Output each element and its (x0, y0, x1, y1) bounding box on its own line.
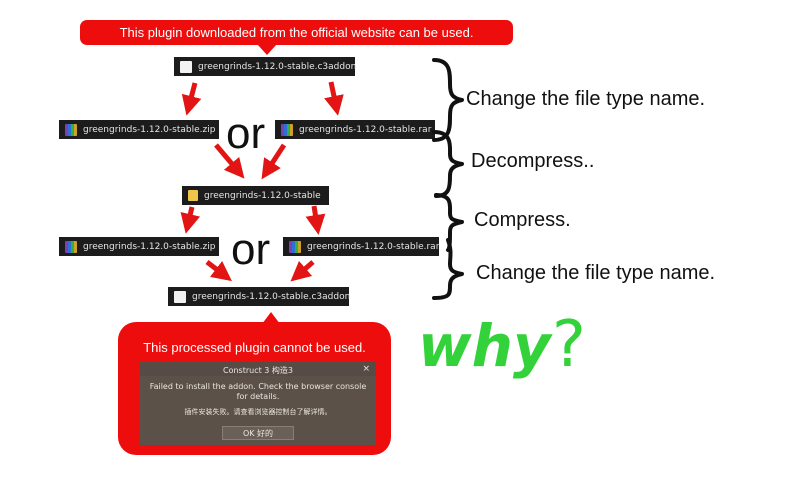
document-icon (174, 290, 186, 303)
step-decompress: Decompress.. (471, 150, 595, 172)
winrar-archive-icon (281, 123, 293, 136)
arrow-down-icon (205, 260, 232, 282)
arrow-down-icon (181, 82, 202, 116)
file-name: greengrinds-1.12.0-stable.zip (83, 124, 216, 135)
file-zip-1[interactable]: greengrinds-1.12.0-stable.zip (59, 120, 219, 139)
arrow-down-icon (261, 143, 287, 180)
arrow-down-icon (290, 260, 315, 282)
bottom-callout-tail (262, 312, 280, 324)
file-rar-1[interactable]: greengrinds-1.12.0-stable.rar (275, 120, 435, 139)
winrar-archive-icon (289, 240, 301, 253)
brace-icon (434, 193, 464, 252)
dialog-message: Failed to install the addon. Check the b… (149, 382, 367, 401)
close-icon[interactable]: × (362, 364, 370, 374)
curly-braces (432, 58, 464, 300)
or-label-2: or (231, 225, 271, 274)
why-word: why (418, 312, 553, 380)
file-name: greengrinds-1.12.0-stable.rar (307, 241, 440, 252)
arrow-down-icon (324, 81, 344, 116)
brace-icon (432, 130, 464, 198)
top-callout: This plugin downloaded from the official… (80, 20, 513, 45)
step-rename-2: Change the file type name. (476, 262, 716, 284)
step-compress: Compress. (474, 209, 571, 231)
file-name: greengrinds-1.12.0-stable.c3addon (198, 61, 357, 72)
folder-icon (188, 190, 198, 201)
top-callout-tail (257, 44, 277, 55)
brace-icon (432, 58, 464, 142)
file-name: greengrinds-1.12.0-stable.zip (83, 241, 216, 252)
file-processed-addon[interactable]: greengrinds-1.12.0-stable.c3addon (168, 287, 351, 306)
arrow-down-icon (180, 206, 201, 234)
winrar-archive-icon (65, 123, 77, 136)
dialog-message-cn: 插件安装失败。请查看浏览器控制台了解详情。 (184, 408, 332, 416)
step-rename-1: Change the file type name. (466, 88, 706, 110)
file-zip-2[interactable]: greengrinds-1.12.0-stable.zip (59, 237, 219, 256)
document-icon (180, 60, 192, 73)
file-name: greengrinds-1.12.0-stable (204, 190, 321, 201)
file-rar-2[interactable]: greengrinds-1.12.0-stable.rar (283, 237, 439, 256)
ok-button[interactable]: OK 好的 (222, 426, 294, 440)
file-folder[interactable]: greengrinds-1.12.0-stable (182, 186, 329, 205)
dialog-title: Construct 3 构造3 (222, 366, 293, 375)
file-original-addon[interactable]: greengrinds-1.12.0-stable.c3addon (174, 57, 357, 76)
or-label-1: or (226, 109, 266, 158)
top-callout-text: This plugin downloaded from the official… (119, 25, 474, 40)
why-handwriting: why ? (418, 308, 586, 382)
question-mark: ? (552, 308, 586, 382)
arrow-down-icon (305, 205, 326, 235)
dialog-header (140, 362, 376, 376)
file-name: greengrinds-1.12.0-stable.c3addon (192, 291, 351, 302)
file-name: greengrinds-1.12.0-stable.rar (299, 124, 432, 135)
winrar-archive-icon (65, 240, 77, 253)
bottom-callout-text: This processed plugin cannot be used. (143, 340, 366, 355)
error-dialog: Construct 3 构造3 × Failed to install the … (140, 362, 376, 445)
